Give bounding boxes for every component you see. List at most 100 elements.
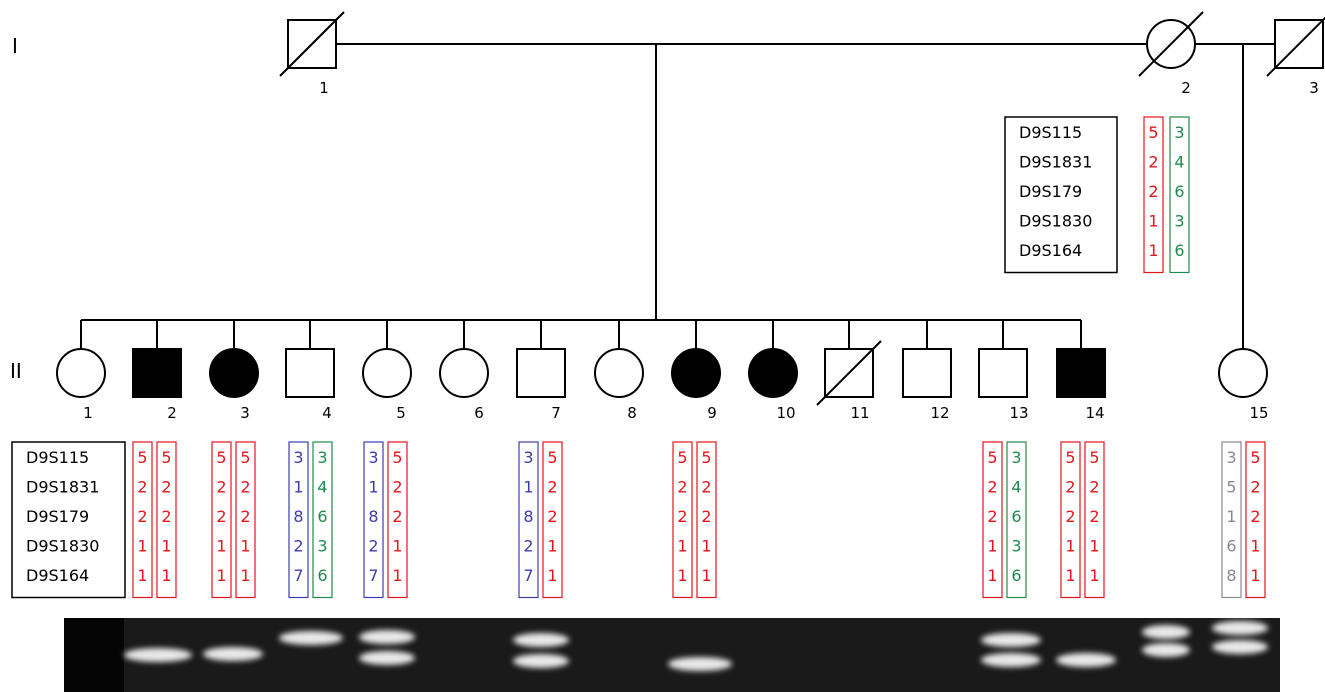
gel-band [359, 651, 415, 665]
haplotype-frame [1060, 441, 1081, 599]
male-symbol [978, 348, 1028, 398]
individual-II-8: 8 [594, 348, 644, 422]
allele: 1 [1250, 566, 1260, 585]
allele: 1 [137, 566, 147, 585]
allele: 6 [1226, 537, 1236, 556]
allele: 2 [1065, 507, 1075, 526]
individual-II-7: 7 [516, 348, 566, 422]
marker-name: D9S164 [26, 566, 89, 585]
allele: 3 [523, 448, 533, 467]
allele: 2 [1148, 153, 1158, 172]
haplotype-frame [982, 441, 1003, 599]
allele: 3 [1226, 448, 1236, 467]
deceased-slash [1138, 11, 1204, 77]
individual-II-1: 1 [56, 348, 106, 422]
individual-number: 5 [396, 404, 406, 422]
allele: 2 [987, 478, 997, 497]
male-symbol [516, 348, 566, 398]
allele: 1 [293, 478, 303, 497]
haplotype-frame [288, 441, 309, 599]
individual-number: 6 [474, 404, 484, 422]
allele: 2 [137, 478, 147, 497]
marker-name: D9S1830 [1019, 212, 1092, 231]
haplotype-frame [672, 441, 693, 599]
allele: 8 [523, 507, 533, 526]
allele: 2 [1250, 478, 1260, 497]
allele: 2 [1250, 507, 1260, 526]
allele: 3 [368, 448, 378, 467]
haplotype-frame [1169, 116, 1190, 274]
marker-name: D9S1830 [26, 537, 99, 556]
allele: 1 [1226, 507, 1236, 526]
allele: 1 [368, 478, 378, 497]
allele: 5 [1065, 448, 1075, 467]
deceased-slash [816, 340, 882, 406]
allele: 2 [392, 507, 402, 526]
haplotype-frame [132, 441, 153, 599]
individual-number: 14 [1085, 404, 1104, 422]
allele: 2 [1148, 182, 1158, 201]
pedigree-lines [80, 43, 1275, 349]
individual-number: 12 [930, 404, 949, 422]
allele: 1 [161, 537, 171, 556]
allele: 1 [216, 537, 226, 556]
haplotype-frame [696, 441, 717, 599]
allele: 5 [1250, 448, 1260, 467]
allele: 2 [161, 478, 171, 497]
allele: 4 [1011, 478, 1021, 497]
haplotype-frame [1084, 441, 1105, 599]
allele: 1 [240, 566, 250, 585]
allele: 1 [1089, 566, 1099, 585]
allele: 2 [392, 478, 402, 497]
individual-II-9: 9 [671, 348, 721, 422]
gel-band [1056, 653, 1116, 667]
female-symbol [362, 348, 412, 398]
male-symbol [285, 348, 335, 398]
individual-number: 2 [1181, 79, 1191, 97]
marker-name: D9S179 [26, 507, 89, 526]
individual-II-13: 13 [978, 348, 1029, 422]
haplotype-frame [387, 441, 408, 599]
allele: 1 [1250, 537, 1260, 556]
male-symbol [902, 348, 952, 398]
allele: 7 [523, 566, 533, 585]
individual-II-10: 10 [748, 348, 798, 422]
allele: 2 [240, 478, 250, 497]
generation-label-II: II [10, 359, 22, 383]
generation-label-I: I [12, 34, 18, 58]
allele: 5 [240, 448, 250, 467]
allele: 1 [137, 537, 147, 556]
allele: 1 [677, 537, 687, 556]
affected-female-symbol [671, 348, 721, 398]
gel-band [513, 654, 569, 668]
allele: 1 [547, 566, 557, 585]
allele: 1 [701, 537, 711, 556]
individual-number: 13 [1009, 404, 1028, 422]
gel-band [1142, 643, 1190, 657]
allele: 1 [547, 537, 557, 556]
allele: 8 [368, 507, 378, 526]
allele: 2 [1065, 478, 1075, 497]
allele: 1 [1065, 537, 1075, 556]
allele: 7 [368, 566, 378, 585]
allele: 1 [161, 566, 171, 585]
allele: 2 [293, 537, 303, 556]
female-symbol [56, 348, 106, 398]
allele: 5 [547, 448, 557, 467]
allele: 3 [317, 448, 327, 467]
allele: 5 [216, 448, 226, 467]
allele: 2 [137, 507, 147, 526]
